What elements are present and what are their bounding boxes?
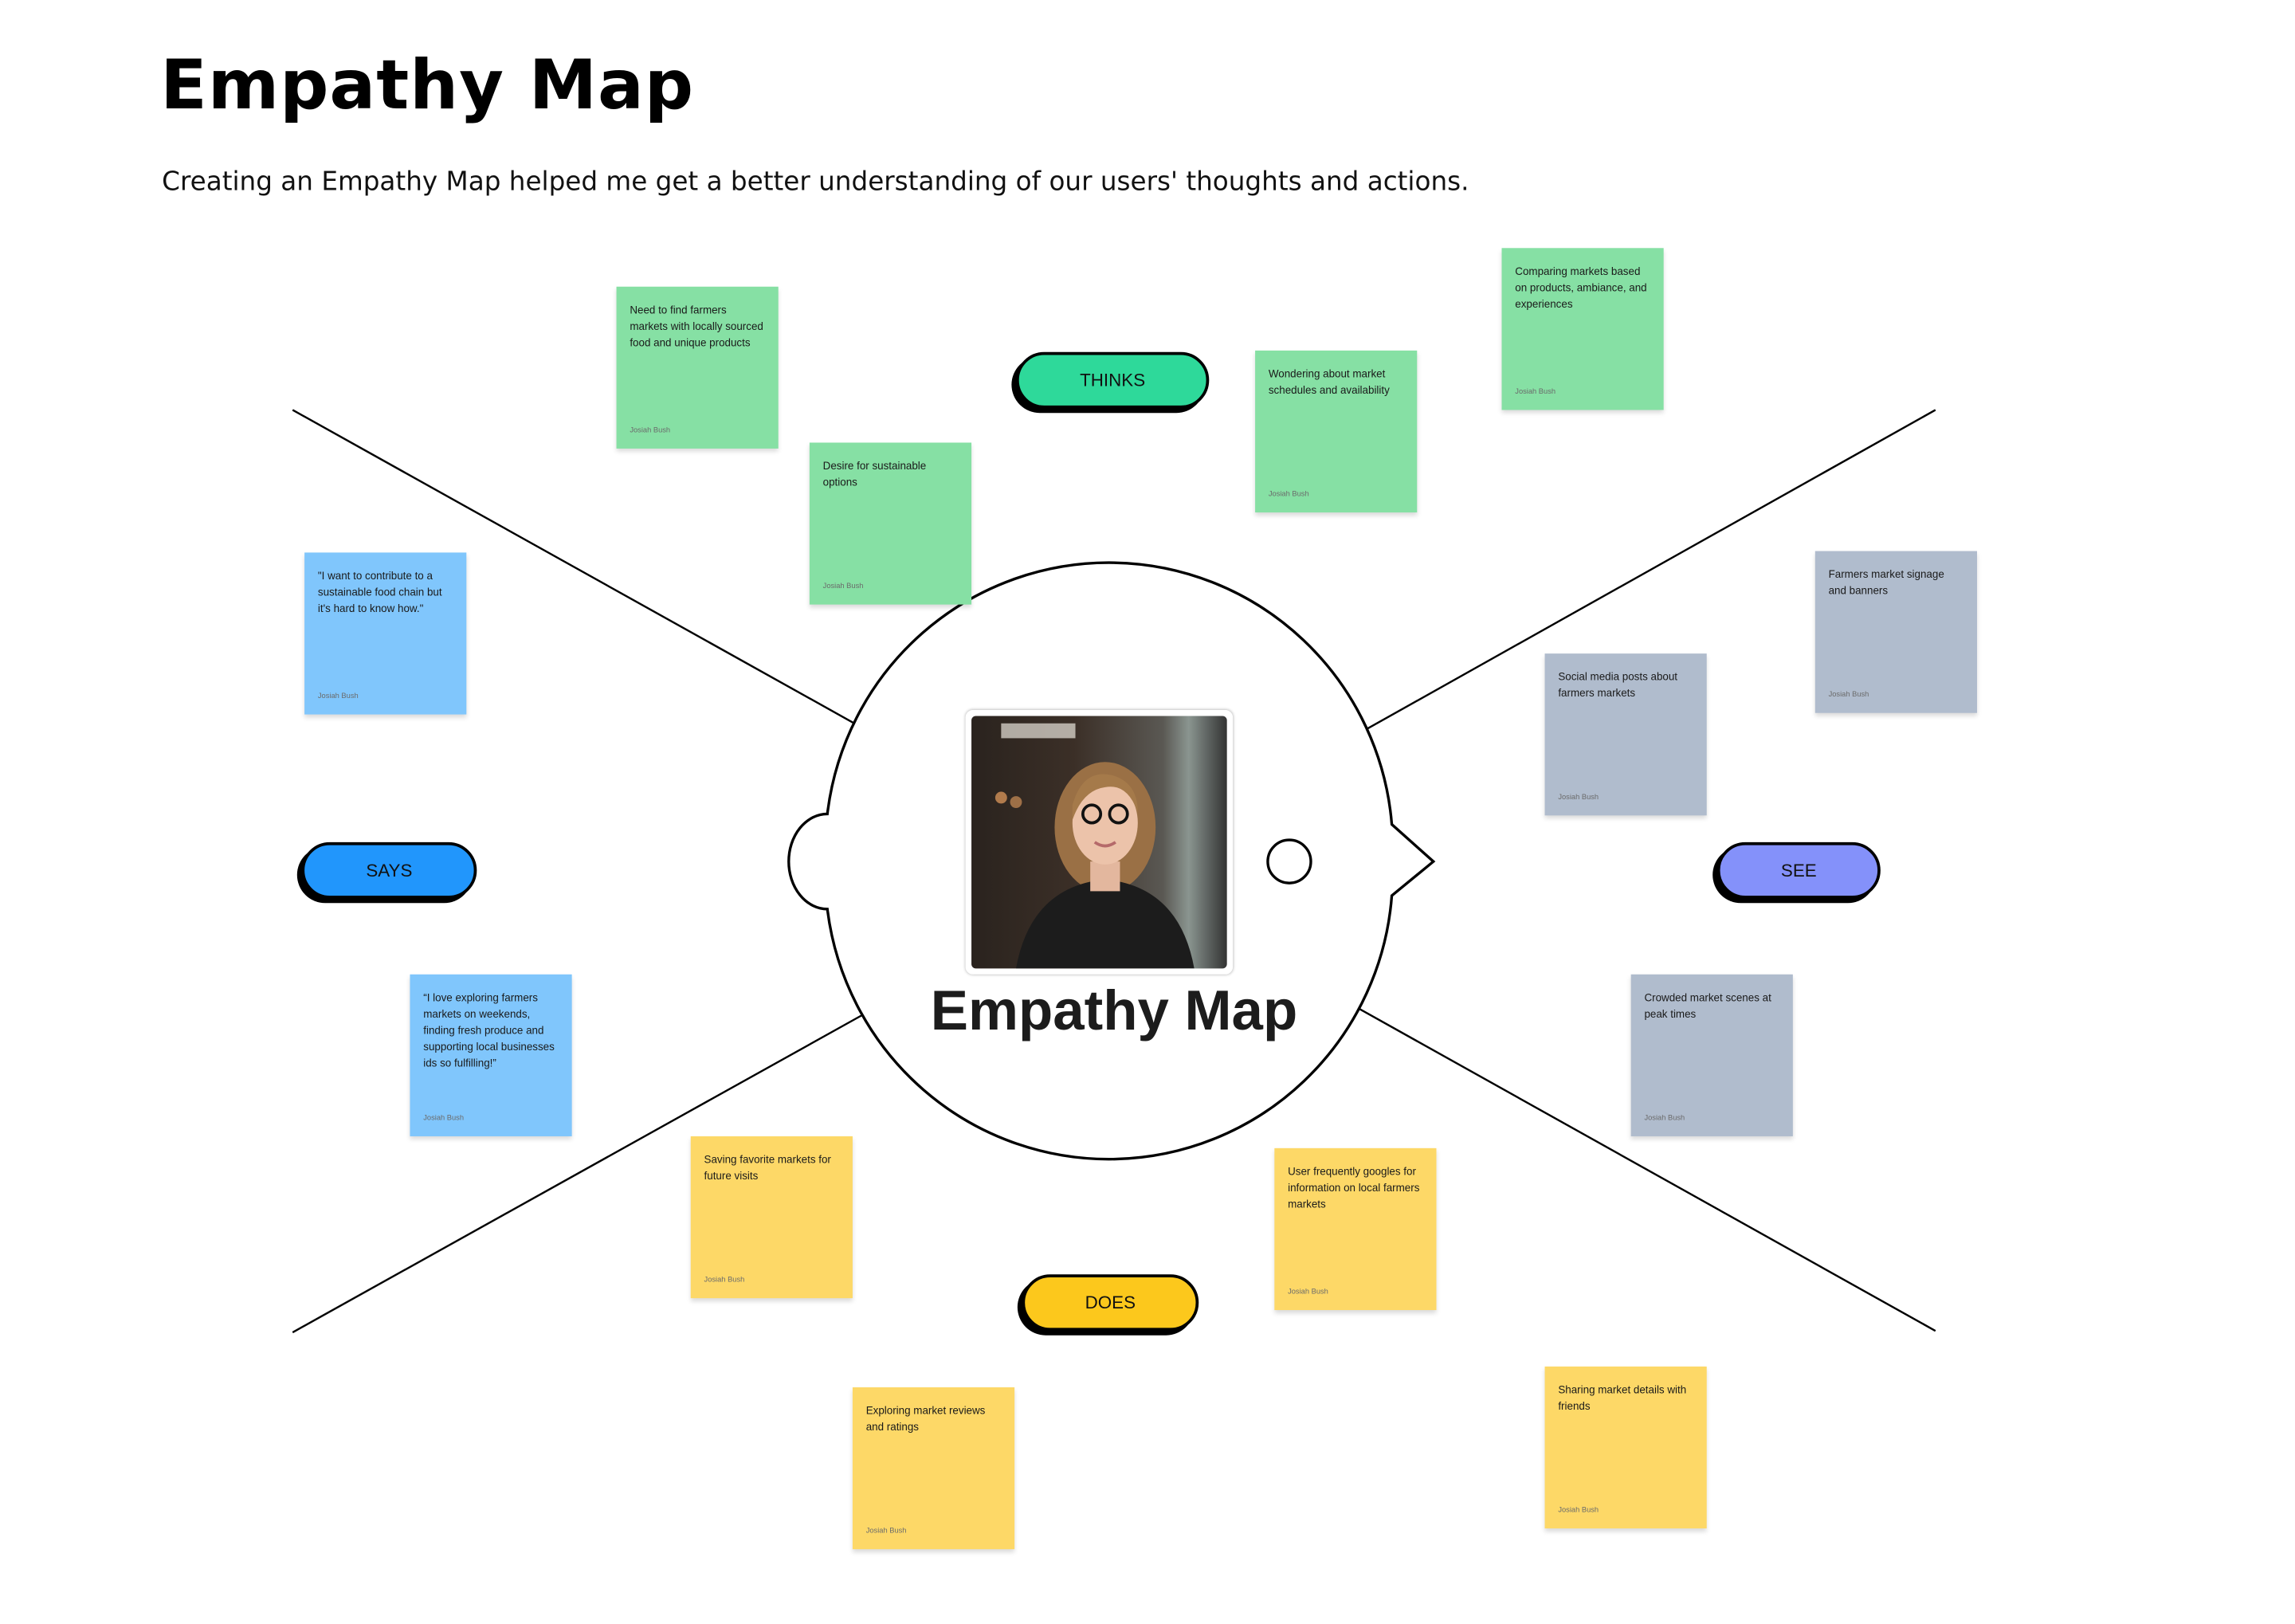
note-author: Josiah Bush	[1288, 1288, 1328, 1297]
says-label-pill[interactable]: SAYS	[301, 841, 477, 899]
does-label: DOES	[1085, 1292, 1136, 1313]
divider-line-bottom-left	[292, 1012, 867, 1334]
thinks-label: THINKS	[1080, 370, 1146, 391]
thinks-label-pill[interactable]: THINKS	[1015, 351, 1210, 409]
person-illustration	[994, 723, 1195, 969]
does-label-pill[interactable]: DOES	[1022, 1274, 1199, 1332]
page-subtitle: Creating an Empathy Map helped me get a …	[162, 167, 1469, 198]
persona-image	[971, 716, 1227, 969]
note-text: Comparing markets based on products, amb…	[1515, 264, 1647, 311]
note-author: Josiah Bush	[630, 426, 671, 436]
sticky-note[interactable]: Comparing markets based on products, amb…	[1501, 248, 1664, 410]
sticky-note[interactable]: User frequently googles for information …	[1274, 1147, 1437, 1311]
sticky-note[interactable]: Wondering about market schedules and ava…	[1255, 350, 1418, 513]
divider-line-top-left	[292, 409, 858, 726]
sticky-note[interactable]: “I love exploring farmers markets on wee…	[410, 974, 572, 1136]
note-author: Josiah Bush	[1515, 387, 1556, 397]
note-author: Josiah Bush	[1828, 690, 1869, 700]
eye-icon	[1266, 838, 1312, 885]
center-title: Empathy Map	[930, 980, 1298, 1043]
sticky-note[interactable]: Need to find farmers markets with locall…	[616, 286, 779, 449]
note-author: Josiah Bush	[1558, 1506, 1599, 1516]
note-text: “I love exploring farmers markets on wee…	[423, 990, 555, 1070]
note-text: Sharing market details with friends	[1558, 1383, 1687, 1413]
note-text: Exploring market reviews and ratings	[865, 1403, 986, 1434]
note-author: Josiah Bush	[317, 692, 359, 701]
divider-line-bottom-right	[1355, 1006, 1936, 1332]
note-text: Saving favorite markets for future visit…	[704, 1152, 831, 1183]
says-label: SAYS	[366, 860, 413, 881]
note-text: User frequently googles for information …	[1288, 1164, 1420, 1211]
note-author: Josiah Bush	[1268, 490, 1309, 500]
see-label-pill[interactable]: SEE	[1716, 841, 1881, 899]
note-text: Wondering about market schedules and ava…	[1268, 367, 1390, 397]
note-text: Farmers market signage and banners	[1828, 567, 1944, 598]
note-text: Crowded market scenes at peak times	[1644, 990, 1771, 1021]
sticky-note[interactable]: Social media posts about farmers markets…	[1544, 653, 1707, 816]
divider-line-top-right	[1363, 409, 1936, 732]
note-author: Josiah Bush	[865, 1527, 907, 1536]
note-text: Need to find farmers markets with locall…	[630, 303, 763, 350]
note-author: Josiah Bush	[1558, 793, 1599, 802]
sticky-note[interactable]: Saving favorite markets for future visit…	[690, 1136, 853, 1299]
note-author: Josiah Bush	[704, 1276, 745, 1285]
page-title: Empathy Map	[160, 44, 695, 125]
note-text: Desire for sustainable options	[822, 458, 927, 489]
see-label: SEE	[1780, 860, 1817, 881]
sticky-note[interactable]: "I want to contribute to a sustainable f…	[304, 552, 467, 715]
note-text: "I want to contribute to a sustainable f…	[317, 568, 442, 615]
note-text: Social media posts about farmers markets	[1558, 669, 1678, 700]
note-author: Josiah Bush	[822, 582, 864, 591]
persona-photo	[965, 709, 1234, 975]
note-author: Josiah Bush	[1644, 1114, 1685, 1124]
note-author: Josiah Bush	[423, 1114, 465, 1124]
